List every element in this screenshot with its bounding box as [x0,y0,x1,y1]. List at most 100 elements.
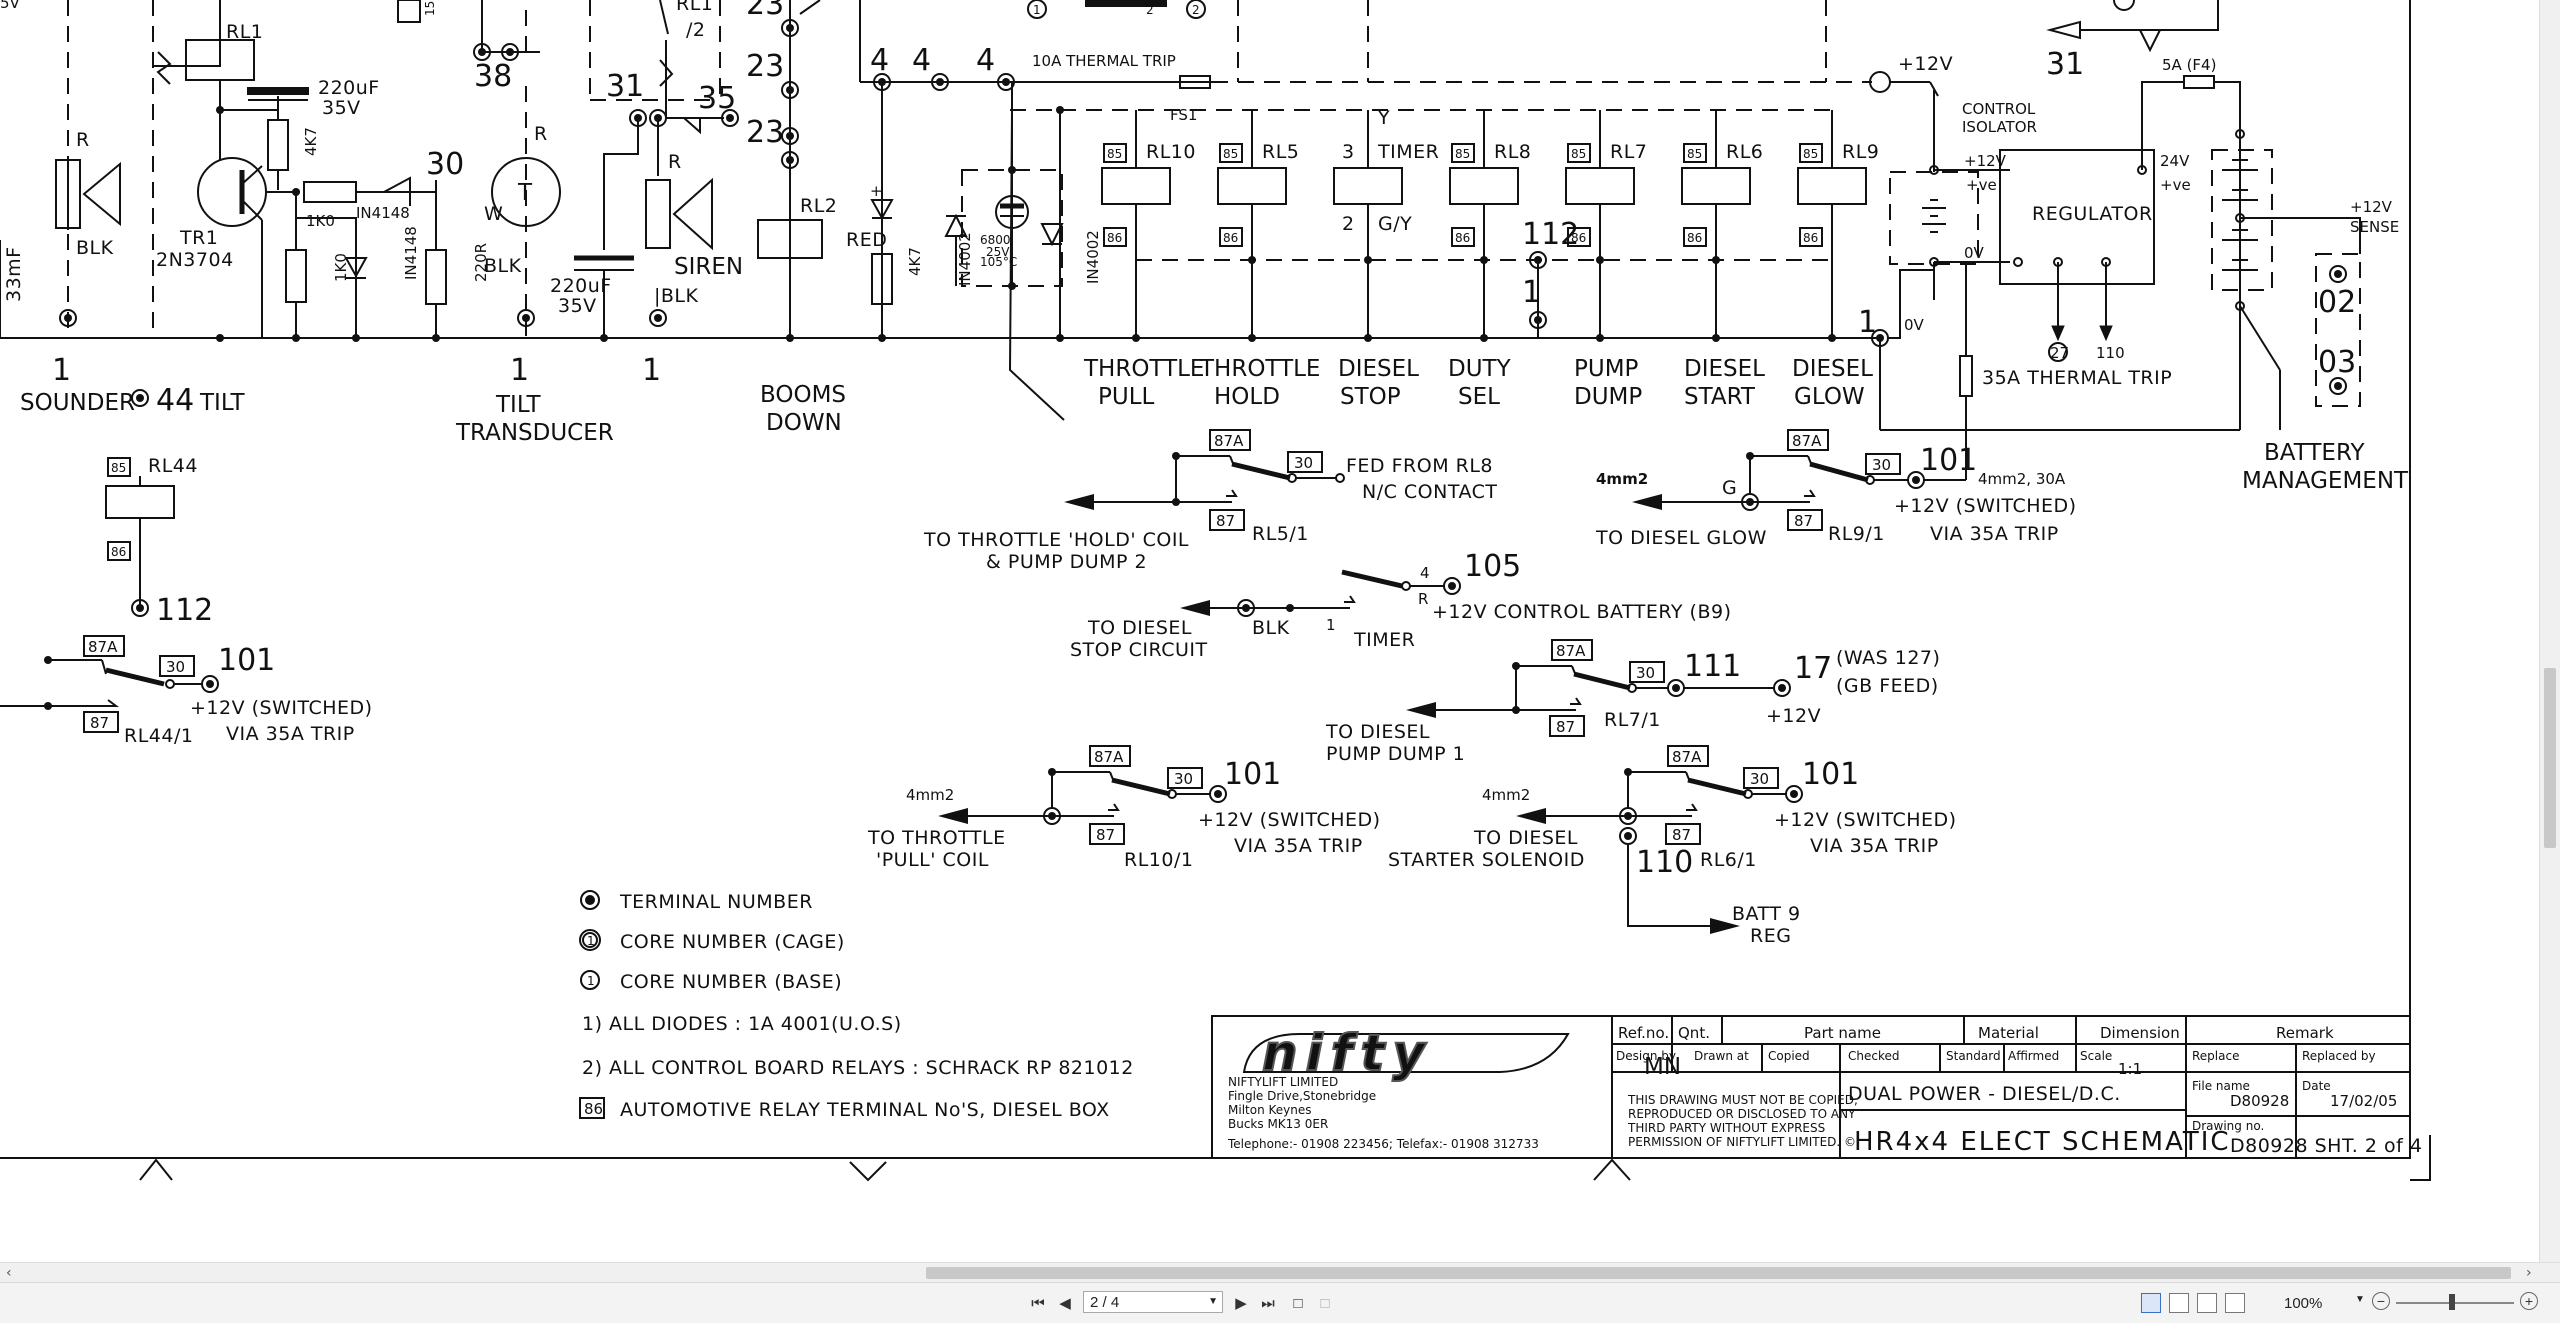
func-duty-sel-2: SEL [1458,384,1500,410]
tb-notice2: REPRODUCED OR DISCLOSED TO ANY [1628,1107,1856,1121]
tb-standard: Standard [1946,1049,2001,1063]
bm-03: 03 [2318,345,2356,380]
booms-2: DOWN [766,410,842,436]
r-label: R [76,129,90,151]
tb-copied: Copied [1768,1049,1810,1063]
bus-4c: 4 [976,43,995,78]
continuous-icon[interactable] [2169,1293,2189,1313]
logo-text: nifty [1262,1024,1433,1082]
d4148a-label: IN4148 [356,204,410,222]
siren-label: SIREN [674,254,743,280]
r3-label: R [668,151,682,173]
tb-refno: Ref.no. [1618,1024,1669,1042]
timer-blk: BLK [1252,617,1290,639]
page-number-value: 2 / 4 [1090,1293,1120,1311]
c220bv-label: 35V [558,295,597,317]
node-30: 30 [426,147,464,182]
scroll-left-icon[interactable]: ‹ [6,1265,12,1281]
fed-1: FED FROM RL8 [1346,455,1493,477]
func-throttle-pull-1: THROTTLE [1083,356,1204,382]
timer-y: Y [1377,107,1390,129]
next-page-icon[interactable]: ▶ [1235,1295,1247,1312]
rl44-30: 30 [166,658,185,676]
func-pump-dump-1: PUMP [1574,356,1639,382]
tb-addr3: Bucks MK13 0ER [1228,1117,1328,1131]
ctrl-batt: +12V CONTROL BATTERY (B9) [1432,601,1731,623]
was-1: (WAS 127) [1836,647,1940,669]
note-1: 1) ALL DIODES : 1A 4001(U.O.S) [582,1013,902,1035]
rl9-via35: VIA 35A TRIP [1930,523,2059,545]
w-label: W [484,203,503,225]
batt9-1: BATT 9 [1732,903,1801,925]
horizontal-scrollbar[interactable]: ‹ › [0,1262,2560,1283]
zoom-dropdown-icon[interactable]: ▼ [2355,1294,2365,1305]
relay-label-rl5: RL5 [1262,141,1299,163]
facing-icon[interactable] [2197,1293,2217,1313]
rl10-via35: VIA 35A TRIP [1234,835,1363,857]
rl10-4mm2: 4mm2 [906,786,954,804]
cap-105: 105°C [980,255,1017,269]
tb-material: Material [1978,1024,2039,1042]
tb-scale-val: 1:1 [2118,1060,2142,1078]
prev-view-icon[interactable]: □ [1293,1294,1303,1312]
reg-pve2: +ve [2160,176,2191,194]
relay-rl44 [105,485,175,519]
control-iso-2: ISOLATOR [1962,118,2037,136]
rl10-87a: 87A [1094,748,1124,766]
timer-r: R [1418,590,1428,608]
relay-rl10 [1101,167,1171,205]
tb-title: HR4x4 ELECT SCHEMATIC [1854,1127,2231,1157]
timer-one: 1 [1326,616,1336,634]
fuse-5a [2183,75,2215,89]
zoom-slider[interactable] [2396,1302,2514,1304]
legend-cage: CORE NUMBER (CAGE) [620,931,845,953]
page-number-input[interactable]: 2 / 4 ▼ [1083,1291,1223,1313]
relay-rl6 [1681,167,1751,205]
first-page-icon[interactable]: ⏮ [1031,1294,1045,1312]
rl6-85: 85 [1687,147,1702,161]
rl5-86: 86 [1223,231,1238,245]
reg-ov: 0V [1964,244,1985,262]
chevron-down-icon[interactable]: ▼ [1208,1296,1218,1307]
next-view-icon[interactable]: □ [1320,1294,1330,1312]
rl8-86: 86 [1455,231,1470,245]
bus-4a: 4 [870,43,889,78]
zoom-level[interactable]: 100% [2284,1295,2323,1312]
rl7-111: 111 [1684,649,1741,684]
vertical-scrollbar[interactable] [2539,0,2560,1262]
core-c2-small: 2 [1146,3,1154,17]
resistor-r [55,159,81,229]
rl10-86: 86 [1107,231,1122,245]
reg-1: 1 [1858,305,1877,340]
tb-drawnat: Drawn at [1694,1049,1749,1063]
rl5-87: 87 [1216,512,1235,530]
zoom-out-icon[interactable]: − [2372,1292,2390,1310]
rl9-101: 101 [1920,443,1977,478]
rl6-4mm2: 4mm2 [1482,786,1530,804]
func-duty-sel-1: DUTY [1448,356,1512,382]
rl10-30: 30 [1174,770,1193,788]
prev-page-icon[interactable]: ◀ [1059,1295,1071,1312]
rl10-sw12: +12V (SWITCHED) [1198,809,1381,831]
continuous-facing-icon[interactable] [2225,1293,2245,1313]
relay-label-rl9: RL9 [1842,141,1879,163]
tr1-type: 2N3704 [156,249,234,271]
core-c1: 1 [1033,3,1041,17]
zoom-slider-handle[interactable] [2449,1294,2455,1310]
rl10-101: 101 [1224,757,1281,792]
core-1b: 1 [510,353,529,388]
niftylift-logo: nifty [1242,1023,1570,1083]
start-2: STARTER SOLENOID [1388,849,1585,871]
single-page-icon[interactable] [2141,1293,2161,1313]
zoom-in-icon[interactable]: + [2520,1292,2538,1310]
pump-1: TO DIESEL [1325,721,1430,743]
last-page-icon[interactable]: ⏭ [1261,1294,1275,1312]
fs1-label: FS1 [1170,106,1197,124]
blk-label: BLK [76,237,114,259]
rl7-87: 87 [1556,718,1575,736]
vertical-scroll-thumb[interactable] [2544,668,2556,848]
scroll-right-icon[interactable]: › [2526,1265,2532,1281]
document-viewer[interactable]: 33mF 5V 15 R BLK 1 RL1 220uF 35V 4K7 TR1… [0,0,2540,1262]
tb-notice4: PERMISSION OF NIFTYLIFT LIMITED. © [1628,1135,1856,1149]
horizontal-scroll-thumb[interactable] [926,1267,2511,1279]
